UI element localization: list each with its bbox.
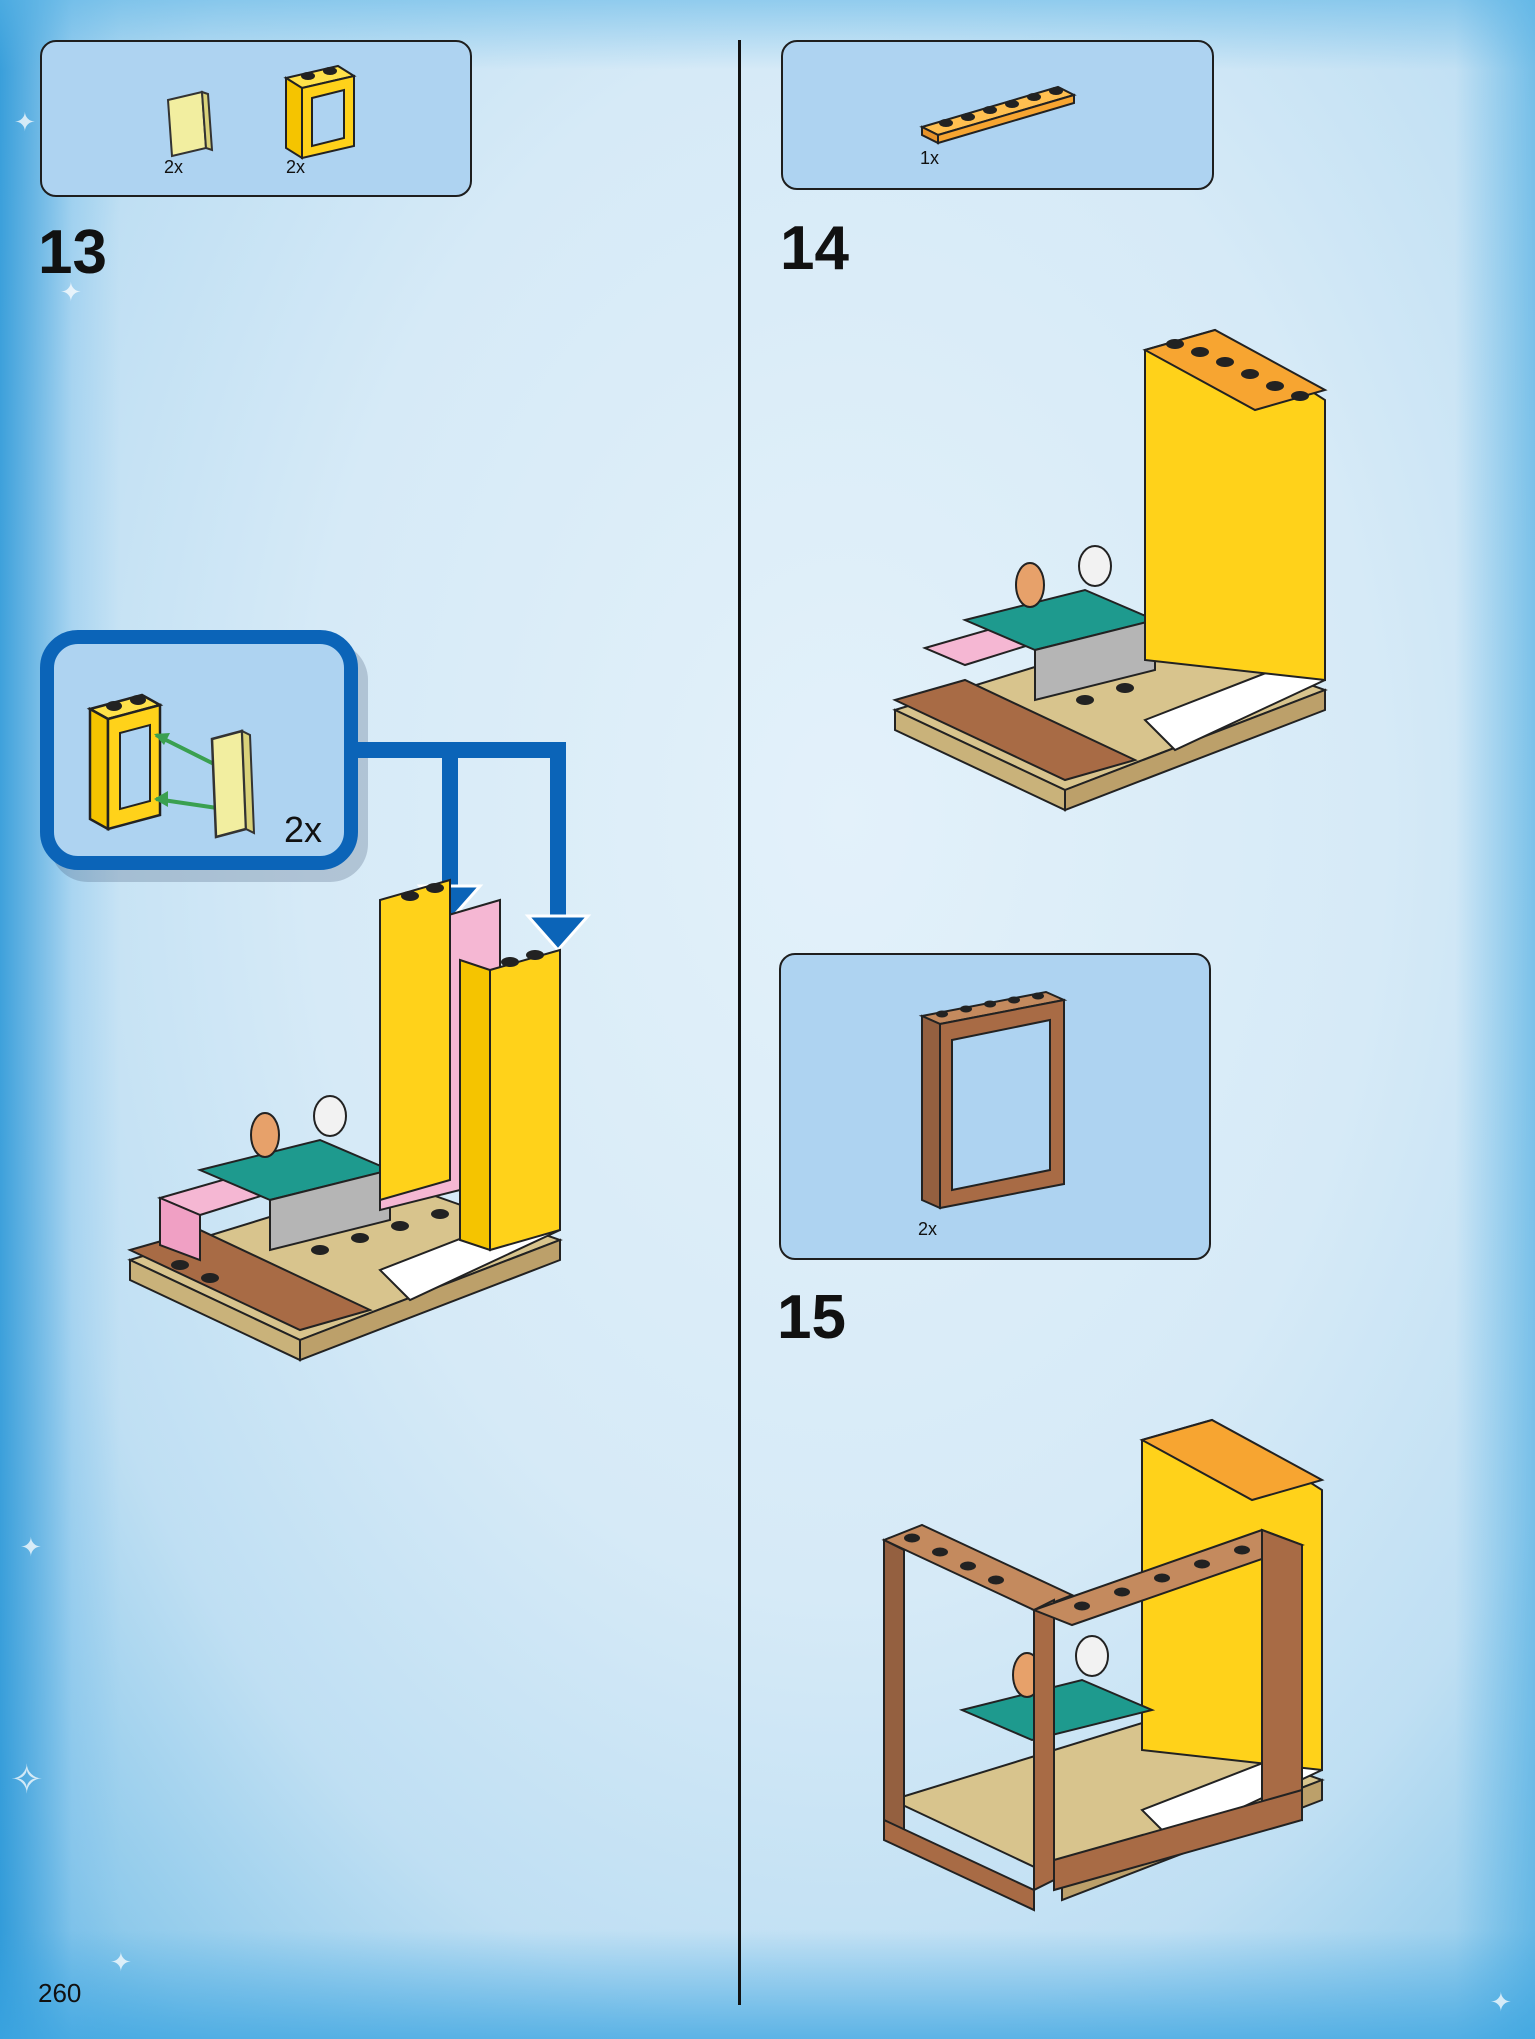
step-14-model-illustration (892, 328, 1328, 812)
step-13-callout: 2x (40, 630, 358, 870)
step-14-number: 14 (780, 214, 849, 283)
page-number: 260 (38, 1978, 82, 2008)
step-14-parts-box: 1x (781, 40, 1214, 190)
step-15-number: 15 (777, 1283, 846, 1352)
sparkle-icon: ✦ (14, 108, 36, 138)
step-13-parts-box: 2x 2x (40, 40, 472, 197)
callout-qty: 2x (284, 809, 323, 850)
step-15-model-illustration (881, 1418, 1325, 1912)
step-13-number: 13 (38, 218, 107, 287)
step-13-part-2-qty: 2x (286, 157, 306, 177)
step-15-parts-box: 2x (779, 953, 1211, 1260)
page-edge-right (1455, 0, 1535, 2039)
callout-window-assembly-icon (86, 693, 256, 839)
sparkle-icon: ✦ (60, 278, 82, 308)
step-14-part-1-qty: 1x (920, 148, 940, 168)
column-divider (738, 40, 741, 2005)
page-edge-left (0, 0, 120, 2039)
step-13-part-1-qty: 2x (164, 157, 184, 177)
brown-door-frame-icon (918, 990, 1068, 1210)
step-15-part-1-qty: 2x (918, 1219, 938, 1239)
page-edge-bottom (0, 1929, 1535, 2039)
glass-pane-icon (166, 90, 214, 158)
sparkle-icon: ✦ (1490, 1988, 1512, 2018)
window-frame-icon (283, 64, 357, 160)
step-13-model-illustration (127, 878, 563, 1362)
sparkle-icon: ✧ (10, 1757, 44, 1803)
sparkle-icon: ✦ (20, 1533, 42, 1563)
sparkle-icon: ✦ (110, 1948, 132, 1978)
orange-plate-icon (919, 85, 1077, 145)
